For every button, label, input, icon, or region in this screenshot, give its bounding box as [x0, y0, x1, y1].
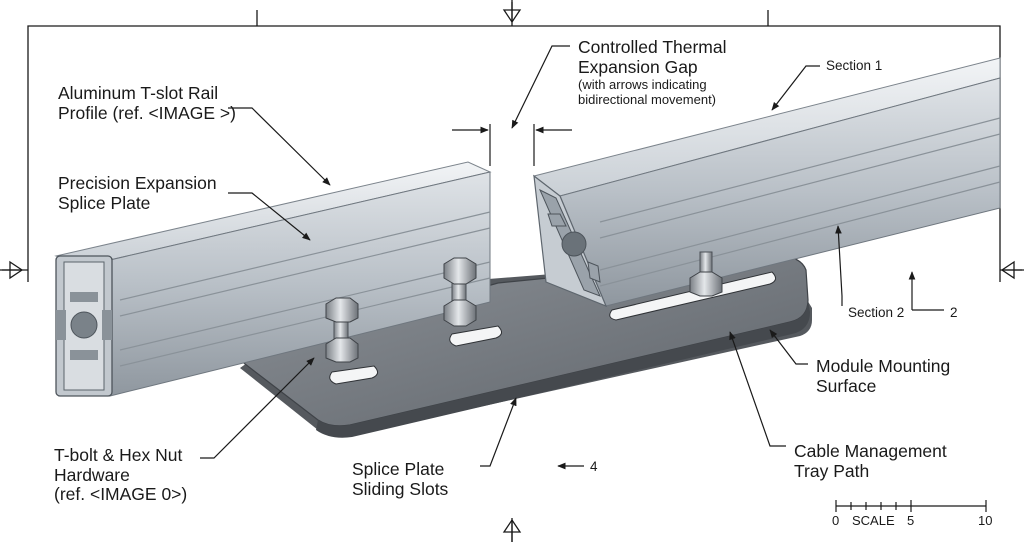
label-section-2-marker: 2 [950, 305, 958, 320]
leader-splice-slots [480, 397, 517, 467]
scale-bar [835, 500, 987, 512]
leader-module-mounting [769, 329, 808, 365]
view-arrow-top-icon [502, 2, 522, 24]
view-arrow-right-icon [1000, 260, 1022, 280]
expansion-gap-dimension [452, 124, 572, 166]
scale-tick-10: 10 [978, 513, 993, 528]
label-t-bolt: T-bolt & Hex Nut Hardware (ref. <IMAGE 0… [54, 445, 188, 505]
label-splice-plate: Precision Expansion Splice Plate [58, 173, 217, 213]
splice-slot-group [329, 271, 776, 385]
scale-tick-5: 5 [907, 513, 915, 528]
leader-splice-plate [228, 192, 311, 241]
scale-tick-0: 0 [832, 513, 840, 528]
label-section-2: Section 2 [848, 305, 905, 320]
bolt-group [325, 251, 723, 363]
rail-left [54, 161, 492, 397]
label-thermal-gap: Controlled Thermal Expansion Gap [578, 37, 727, 77]
leader-rail-profile [228, 107, 331, 186]
view-arrow-bottom-icon [502, 518, 522, 542]
label-rail-profile: Aluminum T-slot Rail Profile (ref. <IMAG… [58, 83, 236, 123]
label-splice-slots: Splice Plate Sliding Slots [352, 459, 449, 499]
view-arrow-left-icon [2, 260, 24, 280]
label-thermal-gap-note: (with arrows indicating bidirectional mo… [578, 77, 717, 107]
label-module-mounting: Module Mounting Surface [816, 356, 951, 396]
leader-t-bolt [200, 357, 315, 459]
leader-section-2 [835, 225, 843, 306]
scale-label: SCALE [852, 513, 895, 528]
label-section-1: Section 1 [826, 58, 883, 73]
splice-slot [449, 325, 502, 347]
leader-thermal-gap [511, 45, 570, 129]
splice-slot [329, 365, 378, 385]
hex-bolt [443, 257, 477, 327]
rail-end-profile [538, 188, 601, 297]
label-view-4: 4 [590, 459, 598, 474]
leader-cable-tray [729, 331, 786, 447]
label-cable-tray: Cable Management Tray Path [794, 441, 947, 481]
leader-section-1 [771, 65, 820, 111]
hex-bolt [325, 297, 359, 363]
rail-section-1 [532, 57, 1001, 308]
splice-slot [609, 271, 776, 321]
hex-bolt [689, 251, 723, 297]
rail-end-profile [55, 255, 113, 397]
leader-lines [200, 45, 944, 470]
